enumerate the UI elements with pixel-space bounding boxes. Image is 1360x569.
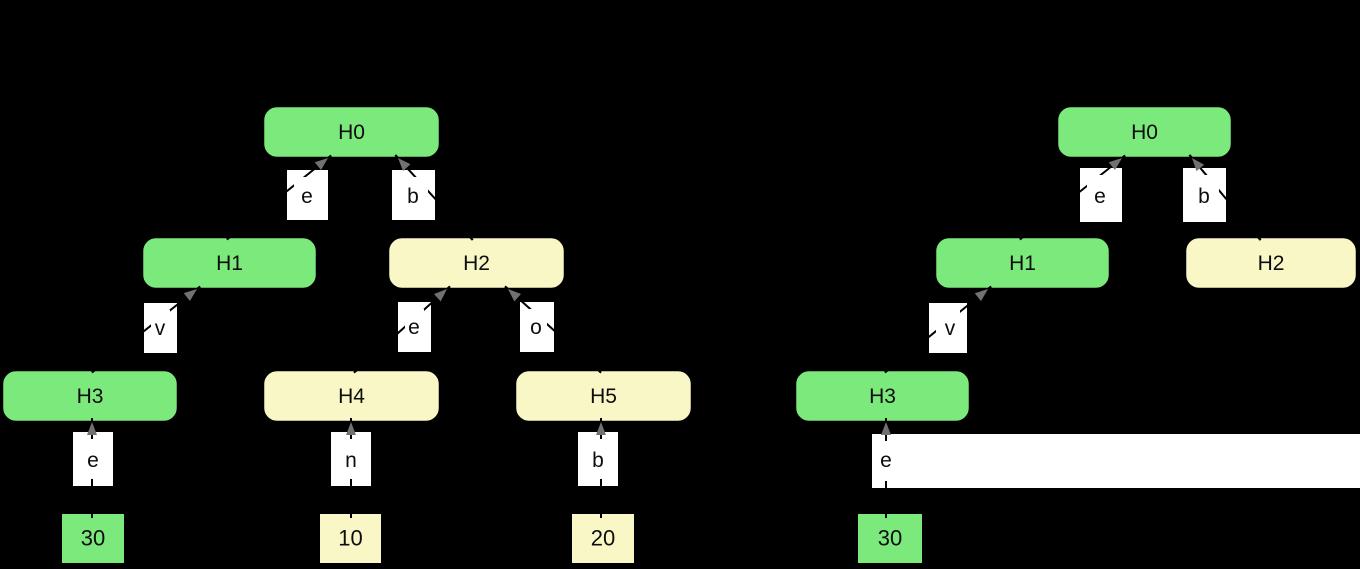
edge-label-pad-H0-H2 bbox=[1190, 175, 1219, 215]
edge-line-overlay-H0-H2 bbox=[394, 154, 474, 241]
edge-line-overlay-H2-H4 bbox=[353, 285, 451, 374]
arrowhead-icon-H0-H1 bbox=[1108, 158, 1122, 171]
arrowhead-icon-H2-H5 bbox=[508, 289, 522, 302]
edge-label-pad-H1-H3 bbox=[936, 310, 960, 346]
arrowhead-icon-H0-H2 bbox=[398, 158, 411, 171]
edge-letter-H0-H2: b bbox=[1198, 185, 1210, 208]
node-label-H2: H2 bbox=[1258, 252, 1285, 275]
edge-label-pad-H3-L30 bbox=[879, 441, 1353, 481]
edge-letter-H0-H1: e bbox=[1094, 185, 1106, 208]
arrowhead-icon-H1-H3 bbox=[974, 289, 988, 302]
tree-node-H5 bbox=[513, 368, 694, 424]
tree-node-H0 bbox=[261, 104, 442, 160]
edge-label-pad-H3-L30 bbox=[80, 439, 106, 479]
tree-node-H3 bbox=[793, 368, 972, 424]
edge-letter-H1-H3: v bbox=[155, 317, 166, 340]
arrowhead-icon-H1-H3 bbox=[183, 289, 197, 302]
edge-letter-H3-L30: e bbox=[880, 449, 892, 472]
edge-label-pad-H2-H4 bbox=[405, 309, 424, 345]
edge-label-pad-H0-H1 bbox=[294, 177, 321, 213]
edge-label-pad-H0-H2 bbox=[399, 177, 428, 213]
leaf-value-L10: 10 bbox=[338, 526, 362, 551]
arrowhead-icon-H5-L20 bbox=[596, 422, 606, 435]
arrowhead-icon-H3-L30 bbox=[881, 422, 891, 435]
edge-line-overlay-H0-H1 bbox=[226, 154, 332, 241]
tree-node-H2 bbox=[1183, 235, 1359, 291]
arrowhead-icon-H3-L30 bbox=[87, 422, 97, 435]
edge-letter-H0-H1: e bbox=[301, 185, 313, 208]
arrowhead-icon-H4-L10 bbox=[346, 422, 356, 435]
node-label-H2: H2 bbox=[463, 252, 490, 275]
edge-label-pad-H0-H1 bbox=[1087, 175, 1115, 215]
node-label-H5: H5 bbox=[590, 385, 617, 408]
edge-line-overlay-H0-H1 bbox=[1019, 154, 1126, 241]
edge-letter-H1-H3: v bbox=[945, 317, 956, 340]
leaf-node-L30 bbox=[62, 514, 124, 563]
tree-node-H3 bbox=[0, 368, 180, 424]
edge-letter-H5-L20: b bbox=[592, 449, 604, 472]
node-label-H1: H1 bbox=[1009, 252, 1036, 275]
edge-line-overlay-H2-H5 bbox=[504, 285, 602, 374]
edge-line-overlay-H1-H3 bbox=[91, 285, 201, 374]
leaf-node-L30 bbox=[858, 514, 922, 563]
edge-label-pad-H5-L20 bbox=[585, 439, 611, 479]
edge-label-pad-H1-H3 bbox=[151, 310, 170, 346]
leaf-value-L20: 20 bbox=[591, 526, 615, 551]
leaf-node-L10 bbox=[320, 514, 381, 563]
node-label-H1: H1 bbox=[216, 252, 243, 275]
arrowhead-icon-H2-H4 bbox=[433, 289, 447, 302]
edge-label-pad-H2-H5 bbox=[527, 309, 547, 345]
node-label-H0: H0 bbox=[1131, 121, 1158, 144]
edge-letter-H3-L30: e bbox=[87, 449, 99, 472]
arrowhead-icon-H0-H1 bbox=[314, 158, 328, 171]
edge-line-overlay-H0-H2 bbox=[1188, 154, 1262, 241]
arrowhead-icon-H0-H2 bbox=[1192, 158, 1205, 172]
edge-label-pad-H4-L10 bbox=[338, 439, 364, 479]
node-label-H3: H3 bbox=[77, 385, 104, 408]
edge-letter-H4-L10: n bbox=[345, 449, 357, 472]
leaf-value-L30: 30 bbox=[878, 526, 902, 551]
edge-letter-H2-H5: o bbox=[530, 316, 542, 339]
edge-letter-H0-H2: b bbox=[407, 185, 419, 208]
leaf-node-L20 bbox=[572, 514, 634, 563]
node-label-H4: H4 bbox=[338, 385, 365, 408]
node-label-H0: H0 bbox=[338, 121, 365, 144]
node-label-H3: H3 bbox=[869, 385, 896, 408]
leaf-value-L30: 30 bbox=[81, 526, 105, 551]
edge-letter-H2-H4: e bbox=[408, 316, 420, 339]
tree-node-H2 bbox=[386, 235, 567, 291]
tree-node-H0 bbox=[1055, 104, 1234, 160]
